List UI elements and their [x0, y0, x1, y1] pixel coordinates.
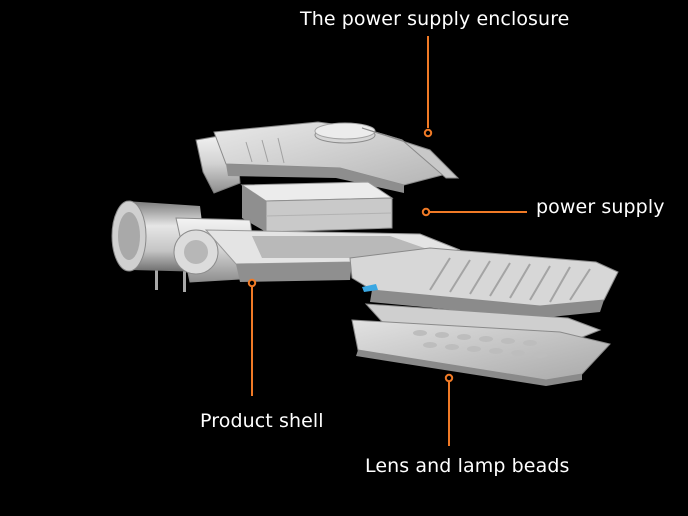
power-supply-box: [240, 181, 394, 233]
label-power-supply-enclosure: The power supply enclosure: [300, 8, 570, 30]
power-supply-enclosure: [195, 121, 460, 194]
callout-dot-shell: [247, 278, 257, 288]
callout-dot-supply: [421, 207, 431, 217]
callout-dot-enclosure: [423, 128, 433, 138]
callouts: [247, 36, 527, 446]
label-power-supply: power supply: [536, 196, 665, 218]
label-lens-and-lamp-beads: Lens and lamp beads: [365, 455, 570, 477]
product-shell: [111, 200, 619, 318]
lens-and-lamp-beads: [351, 303, 611, 386]
label-product-shell: Product shell: [200, 410, 324, 432]
callout-dot-lens: [444, 373, 454, 383]
